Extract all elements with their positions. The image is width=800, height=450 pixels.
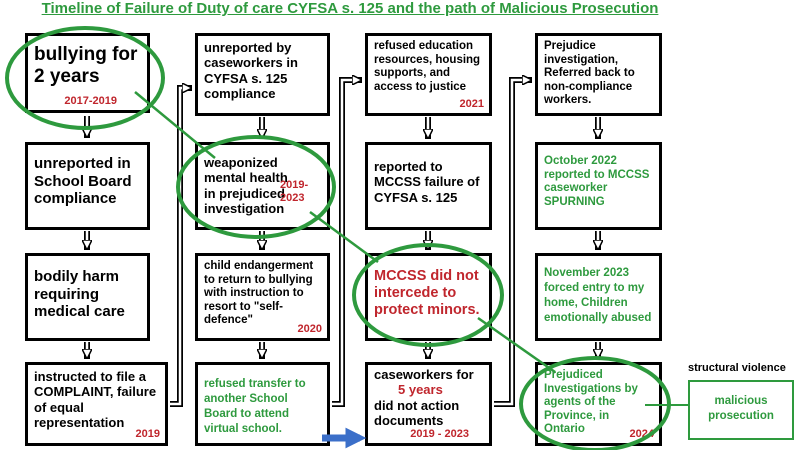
connector-col2-to-col3 bbox=[332, 80, 362, 407]
box-refused-resources: refused education resources, housing sup… bbox=[365, 33, 492, 116]
malicious-prosecution-box: malicious prosecution bbox=[688, 380, 794, 440]
box-complaint-text: instructed to file a COMPLAINT, failure … bbox=[34, 369, 157, 430]
box-refused-transfer-text: refused transfer to another School Board… bbox=[204, 378, 306, 435]
box-bullying-year: 2017-2019 bbox=[64, 95, 117, 108]
box-weaponized-mental-health-year: 2019-2023 bbox=[280, 178, 309, 204]
box-unreported-caseworkers-text: unreported by caseworkers in CYFSA s. 12… bbox=[204, 40, 298, 101]
box-caseworkers-5-years: caseworkers for 5 years did not action d… bbox=[365, 362, 492, 446]
box-prejudice-investigation: Prejudice investigation, Referred back t… bbox=[535, 33, 662, 116]
box-child-endangerment-text: child endangerment to return to bullying… bbox=[204, 260, 314, 327]
connector-col3-to-col4 bbox=[494, 80, 532, 407]
green-link-2 bbox=[309, 210, 379, 264]
box-refused-resources-text: refused education resources, housing sup… bbox=[374, 40, 481, 93]
box-mccss-did-not-intercede-text: MCCSS did not intercede to protect minor… bbox=[374, 268, 480, 319]
highlight-ellipse-prejudiced bbox=[519, 356, 671, 450]
box-november-2023: November 2023 forced entry to my home, C… bbox=[535, 253, 662, 341]
box-child-endangerment: child endangerment to return to bullying… bbox=[195, 253, 330, 341]
box-october-2022: October 2022 reported to MCCSS caseworke… bbox=[535, 142, 662, 230]
box-bodily-harm: bodily harm requiring medical care bbox=[25, 253, 150, 341]
box-prejudiced-investigations: Prejudiced Investigations by agents of t… bbox=[535, 362, 662, 446]
highlight-ellipse-bullying bbox=[5, 26, 165, 130]
box-complaint-year: 2019 bbox=[135, 428, 160, 441]
box-caseworkers-line2: did not action documents bbox=[374, 397, 460, 428]
box-weaponized-mental-health-text: weaponized mental health in prejudiced i… bbox=[204, 155, 288, 216]
box-weaponized-mental-health: weaponized mental health in prejudiced i… bbox=[195, 142, 330, 230]
box-child-endangerment-year: 2020 bbox=[297, 323, 322, 336]
box-caseworkers-year: 2019 - 2023 bbox=[410, 428, 469, 441]
box-bodily-harm-text: bodily harm requiring medical care bbox=[34, 268, 125, 321]
box-unreported-school-board-text: unreported in School Board compliance bbox=[34, 155, 132, 208]
box-caseworkers-line1: caseworkers for bbox=[374, 367, 474, 382]
box-reported-mccss-text: reported to MCCSS failure of CYFSA s. 12… bbox=[374, 159, 480, 205]
connector-col1-to-col2 bbox=[170, 88, 192, 407]
page-title: Timeline of Failure of Duty of care CYFS… bbox=[41, 0, 659, 17]
box-prejudice-investigation-text: Prejudice investigation, Referred back t… bbox=[544, 40, 635, 107]
highlight-ellipse-mccss bbox=[352, 243, 504, 347]
box-bullying: bullying for 2 years 2017-2019 bbox=[25, 33, 150, 113]
box-complaint: instructed to file a COMPLAINT, failure … bbox=[25, 362, 168, 446]
box-november-2023-text: November 2023 forced entry to my home, C… bbox=[544, 267, 652, 324]
green-link-1 bbox=[134, 91, 216, 159]
box-unreported-school-board: unreported in School Board compliance bbox=[25, 142, 150, 230]
green-link-3 bbox=[477, 316, 556, 374]
box-bullying-text: bullying for 2 years bbox=[34, 44, 138, 88]
box-october-2022-text: October 2022 reported to MCCSS caseworke… bbox=[544, 155, 650, 208]
box-refused-resources-year: 2021 bbox=[459, 98, 484, 111]
highlight-ellipse-weaponized bbox=[176, 135, 336, 239]
box-reported-mccss: reported to MCCSS failure of CYFSA s. 12… bbox=[365, 142, 492, 230]
box-refused-transfer: refused transfer to another School Board… bbox=[195, 362, 330, 446]
box-caseworkers-highlight: 5 years bbox=[398, 382, 443, 398]
box-unreported-caseworkers: unreported by caseworkers in CYFSA s. 12… bbox=[195, 33, 330, 116]
structural-violence-label: structural violence bbox=[688, 362, 786, 374]
box-mccss-did-not-intercede: MCCSS did not intercede to protect minor… bbox=[365, 253, 492, 341]
box-prejudiced-investigations-text: Prejudiced Investigations by agents of t… bbox=[544, 369, 638, 436]
